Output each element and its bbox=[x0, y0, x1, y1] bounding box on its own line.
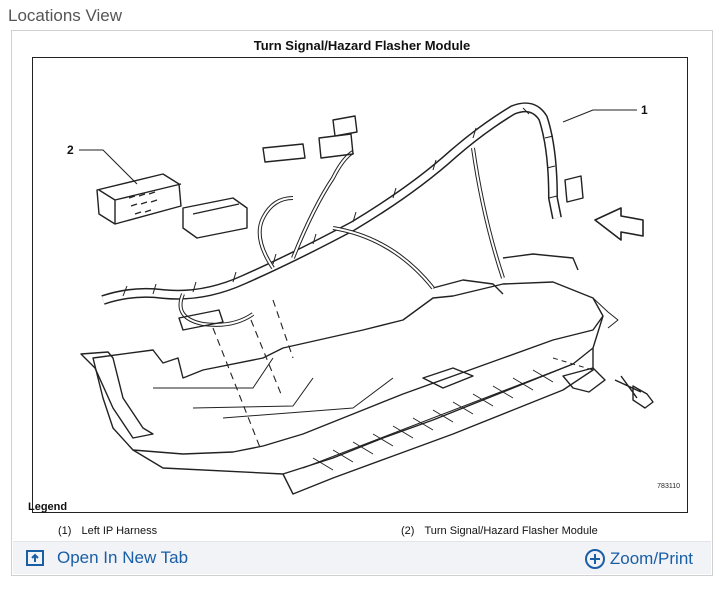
flasher-module bbox=[96, 173, 182, 225]
zoom-plus-icon bbox=[584, 549, 605, 569]
left-bracket bbox=[80, 351, 154, 439]
legend-item-1: (1) Left IP Harness bbox=[58, 525, 157, 537]
figure-id: 783110 bbox=[657, 483, 680, 490]
open-in-new-tab-icon bbox=[26, 550, 44, 566]
callout-2: 2 bbox=[67, 143, 74, 157]
forward-arrow bbox=[594, 207, 644, 241]
legend-item-label: Left IP Harness bbox=[81, 525, 158, 537]
diagram-illustration: 2 1 bbox=[67, 102, 654, 495]
diagram-title: Turn Signal/Hazard Flasher Module bbox=[253, 38, 471, 53]
locations-panel: Turn Signal/Hazard Flasher Module bbox=[11, 30, 713, 576]
ip-carrier-front-rail bbox=[132, 315, 604, 475]
mounting-bolt bbox=[614, 375, 654, 409]
legend-item-label: Turn Signal/Hazard Flasher Module bbox=[424, 525, 598, 537]
wiring-diagram[interactable]: 2 1 bbox=[32, 57, 688, 513]
open-in-new-tab-link[interactable]: Open In New Tab bbox=[25, 548, 188, 568]
zoom-print-label: Zoom/Print bbox=[609, 549, 693, 568]
legend-item-number: (1) bbox=[58, 525, 72, 537]
legend-item-2: (2) Turn Signal/Hazard Flasher Module bbox=[401, 525, 598, 537]
action-bar: Open In New Tab Zoom/Print bbox=[13, 541, 711, 574]
legend-title: Legend bbox=[28, 501, 68, 513]
legend-item-number: (2) bbox=[401, 525, 415, 537]
section-title: Locations View bbox=[8, 6, 123, 25]
ip-carrier-outline bbox=[92, 281, 604, 455]
open-in-new-tab-label: Open In New Tab bbox=[57, 548, 189, 567]
zoom-print-link[interactable]: Zoom/Print bbox=[584, 548, 693, 570]
callout-1: 1 bbox=[641, 103, 648, 117]
